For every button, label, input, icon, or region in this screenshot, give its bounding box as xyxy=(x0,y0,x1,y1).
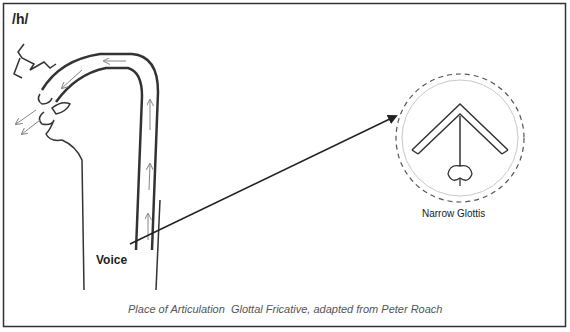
phoneme-label: /h/ xyxy=(12,12,28,27)
voice-label: Voice xyxy=(96,254,127,267)
caption: Place of Articulation Glottal Fricative,… xyxy=(128,303,442,315)
glottis-label: Narrow Glottis xyxy=(422,208,485,219)
